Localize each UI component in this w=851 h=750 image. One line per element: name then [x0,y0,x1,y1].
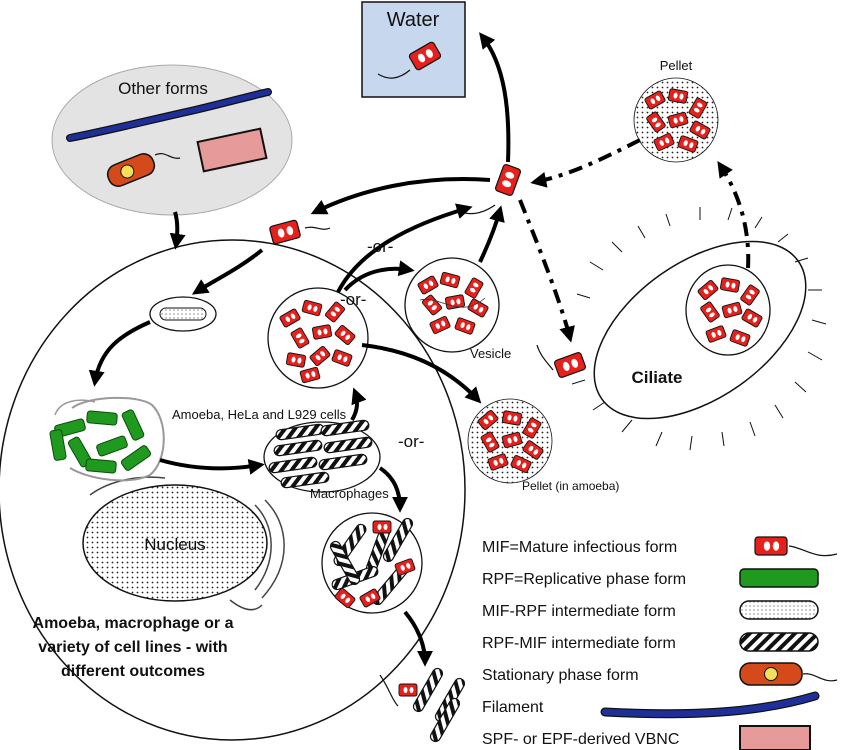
amoeba-hela-label: Amoeba, HeLa and L929 cells [172,407,347,422]
legend-symbol-vbnc [739,725,811,750]
legend: MIF=Mature infectious formRPF=Replicativ… [482,536,838,750]
ciliate-arrows [518,138,751,343]
nucleus [82,484,268,602]
pellet-in-amoeba [467,398,553,484]
host-label-line1: Amoeba, macrophage or a [33,615,234,632]
legend-label-rpf-mif: RPF-MIF intermediate form [482,635,676,652]
legend-label-rpf: RPF=Replicative phase form [482,571,686,588]
filament-cell [67,89,271,141]
legend-symbol-rpf-mif [739,632,819,652]
or-label-3: -or- [398,432,424,451]
vesicle [404,257,500,353]
legend-row-rpf: RPF=Replicative phase form [482,568,819,588]
legend-row-spf: Stationary phase form [482,662,838,686]
ciliate-label: Ciliate [631,368,682,387]
host-label-line3: different outcomes [61,663,205,680]
stationary-phase-cell [106,153,156,187]
legend-row-mif: MIF=Mature infectious form [482,536,838,557]
or-label-1: -or- [367,237,393,256]
water-label: Water [387,9,440,31]
released-forms [379,666,467,744]
free-mif-ciliate [536,344,587,379]
macrophages-label: Macrophages [310,486,389,501]
legend-symbol-filament [600,691,820,719]
free-mif-center [464,163,522,215]
or-label-2: -or- [340,290,366,309]
water-box: Water [361,1,466,98]
pellet-in-amoeba-label: Pellet (in amoeba) [522,479,619,493]
legend-label-vbnc: SPF- or EPF-derived VBNC [482,731,679,748]
legend-row-vbnc: SPF- or EPF-derived VBNC [482,725,811,750]
legend-label-spf: Stationary phase form [482,667,639,684]
legend-symbol-spf [739,662,838,686]
other-forms-group: Other forms [51,64,293,216]
other-forms-label: Other forms [118,79,208,98]
legend-row-mif-rpf: MIF-RPF intermediate form [482,600,819,620]
macrophage-vacuole [321,512,423,614]
vbnc-cell [196,127,268,173]
legend-symbol-mif-rpf [739,600,819,620]
free-mif-left [268,219,331,245]
nucleus-label: Nucleus [144,535,205,554]
vesicle-label: Vesicle [470,346,511,361]
legend-row-filament: Filament [482,691,820,719]
rpf-vacuole [48,396,165,482]
mif-rpf-vacuole [149,296,217,332]
legend-label-mif-rpf: MIF-RPF intermediate form [482,603,676,620]
legend-row-rpf-mif: RPF-MIF intermediate form [482,632,819,652]
pellet-top-label: Pellet [660,58,693,73]
legend-label-filament: Filament [482,699,544,716]
pellet-top [633,77,719,163]
ciliate: Ciliate [571,207,827,451]
host-label-line2: variety of cell lines - with [38,639,227,656]
legend-label-mif: MIF=Mature infectious form [482,539,677,556]
flow-arrows [88,32,511,667]
legend-symbol-rpf [739,568,819,588]
rpf-mif-vacuole [263,419,381,493]
mif-vacuole-host [267,287,369,389]
legend-symbol-mif [754,536,838,557]
